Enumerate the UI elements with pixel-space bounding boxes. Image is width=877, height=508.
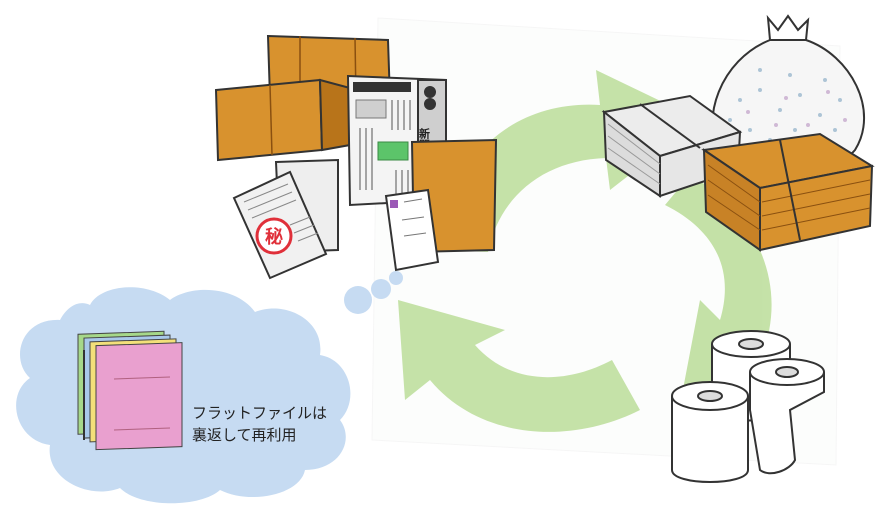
caption-text: フラットファイルは 裏返して再利用 bbox=[192, 402, 327, 446]
caption-line-2: 裏返して再利用 bbox=[192, 424, 327, 446]
flat-file-stack-icon bbox=[78, 331, 182, 449]
confidential-documents-icon: 秘 bbox=[234, 160, 338, 278]
thought-cloud-icon bbox=[16, 271, 403, 503]
caption-line-1: フラットファイルは bbox=[192, 402, 327, 424]
stamp-text: 秘 bbox=[265, 226, 283, 248]
